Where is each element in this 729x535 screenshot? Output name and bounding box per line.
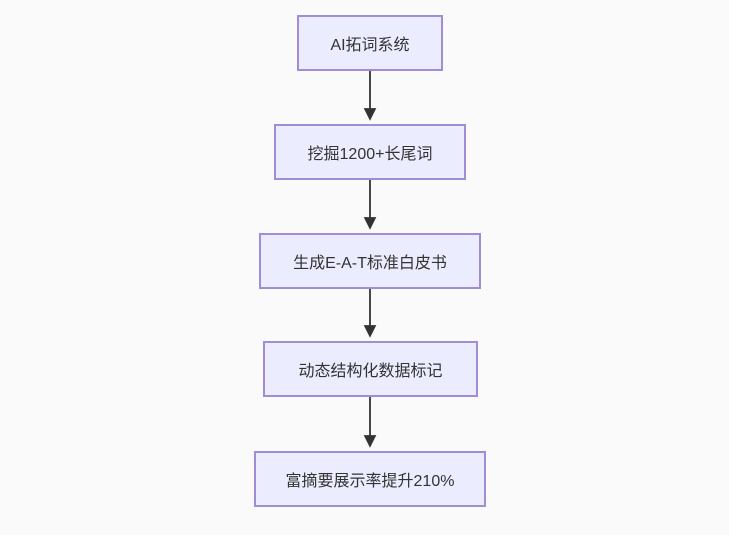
flow-node-longtail-mining: 挖掘1200+长尾词 (274, 124, 466, 180)
flow-node-label: AI拓词系统 (330, 37, 410, 54)
flow-node-eat-whitepaper: 生成E-A-T标准白皮书 (259, 233, 481, 289)
flow-node-label: 动态结构化数据标记 (298, 363, 443, 380)
flow-node-label: 富摘要展示率提升210% (285, 473, 455, 490)
flow-node-label: 生成E-A-T标准白皮书 (293, 255, 447, 272)
flow-node-structured-data: 动态结构化数据标记 (263, 341, 478, 397)
flow-node-ai-system: AI拓词系统 (297, 15, 443, 71)
flow-node-label: 挖掘1200+长尾词 (307, 146, 433, 163)
flow-node-rich-snippet-result: 富摘要展示率提升210% (254, 451, 486, 507)
